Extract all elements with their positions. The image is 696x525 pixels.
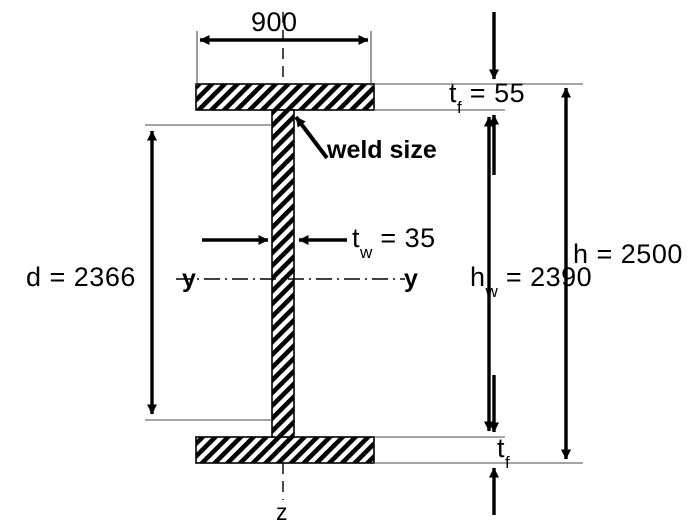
hw-equals: =: [505, 262, 523, 292]
hw-subscript: w: [485, 282, 498, 302]
top-flange: [195, 83, 375, 111]
depth-label: d = 2366: [26, 262, 136, 292]
extension-lines: [145, 31, 583, 464]
hw-value: 2390: [530, 262, 593, 292]
tw-subscript: w: [360, 243, 373, 263]
web-thickness-label: tw = 35: [352, 223, 436, 262]
tw-value: 35: [404, 223, 436, 253]
tf-subscript: f: [457, 98, 462, 118]
tw-symbol: t: [352, 223, 361, 253]
hw-symbol: h: [470, 262, 486, 292]
flange-width-label: 900: [251, 7, 298, 37]
bottom-flange-thickness-label: tf: [497, 433, 510, 472]
weld-size-leader-line: [294, 115, 329, 160]
z-axis-label: z: [276, 499, 288, 525]
tf-value: 55: [494, 78, 526, 108]
web-height-label: hw = 2390: [470, 262, 593, 301]
tf-equals: =: [469, 78, 487, 108]
tw-equals: =: [380, 223, 397, 253]
y-axis-label-right: y: [404, 265, 418, 293]
web: [271, 109, 295, 438]
bottom-flange: [195, 436, 375, 464]
tf-bottom-symbol: t: [497, 433, 506, 463]
y-axis-label-left: y: [182, 265, 196, 293]
weld-size-label: weld size: [327, 136, 437, 164]
top-flange-thickness-label: tf = 55: [449, 78, 526, 117]
overall-height-label: h = 2500: [573, 239, 683, 269]
tf-bottom-subscript: f: [505, 453, 510, 473]
centerlines: [176, 12, 405, 500]
tf-symbol: t: [449, 78, 458, 108]
